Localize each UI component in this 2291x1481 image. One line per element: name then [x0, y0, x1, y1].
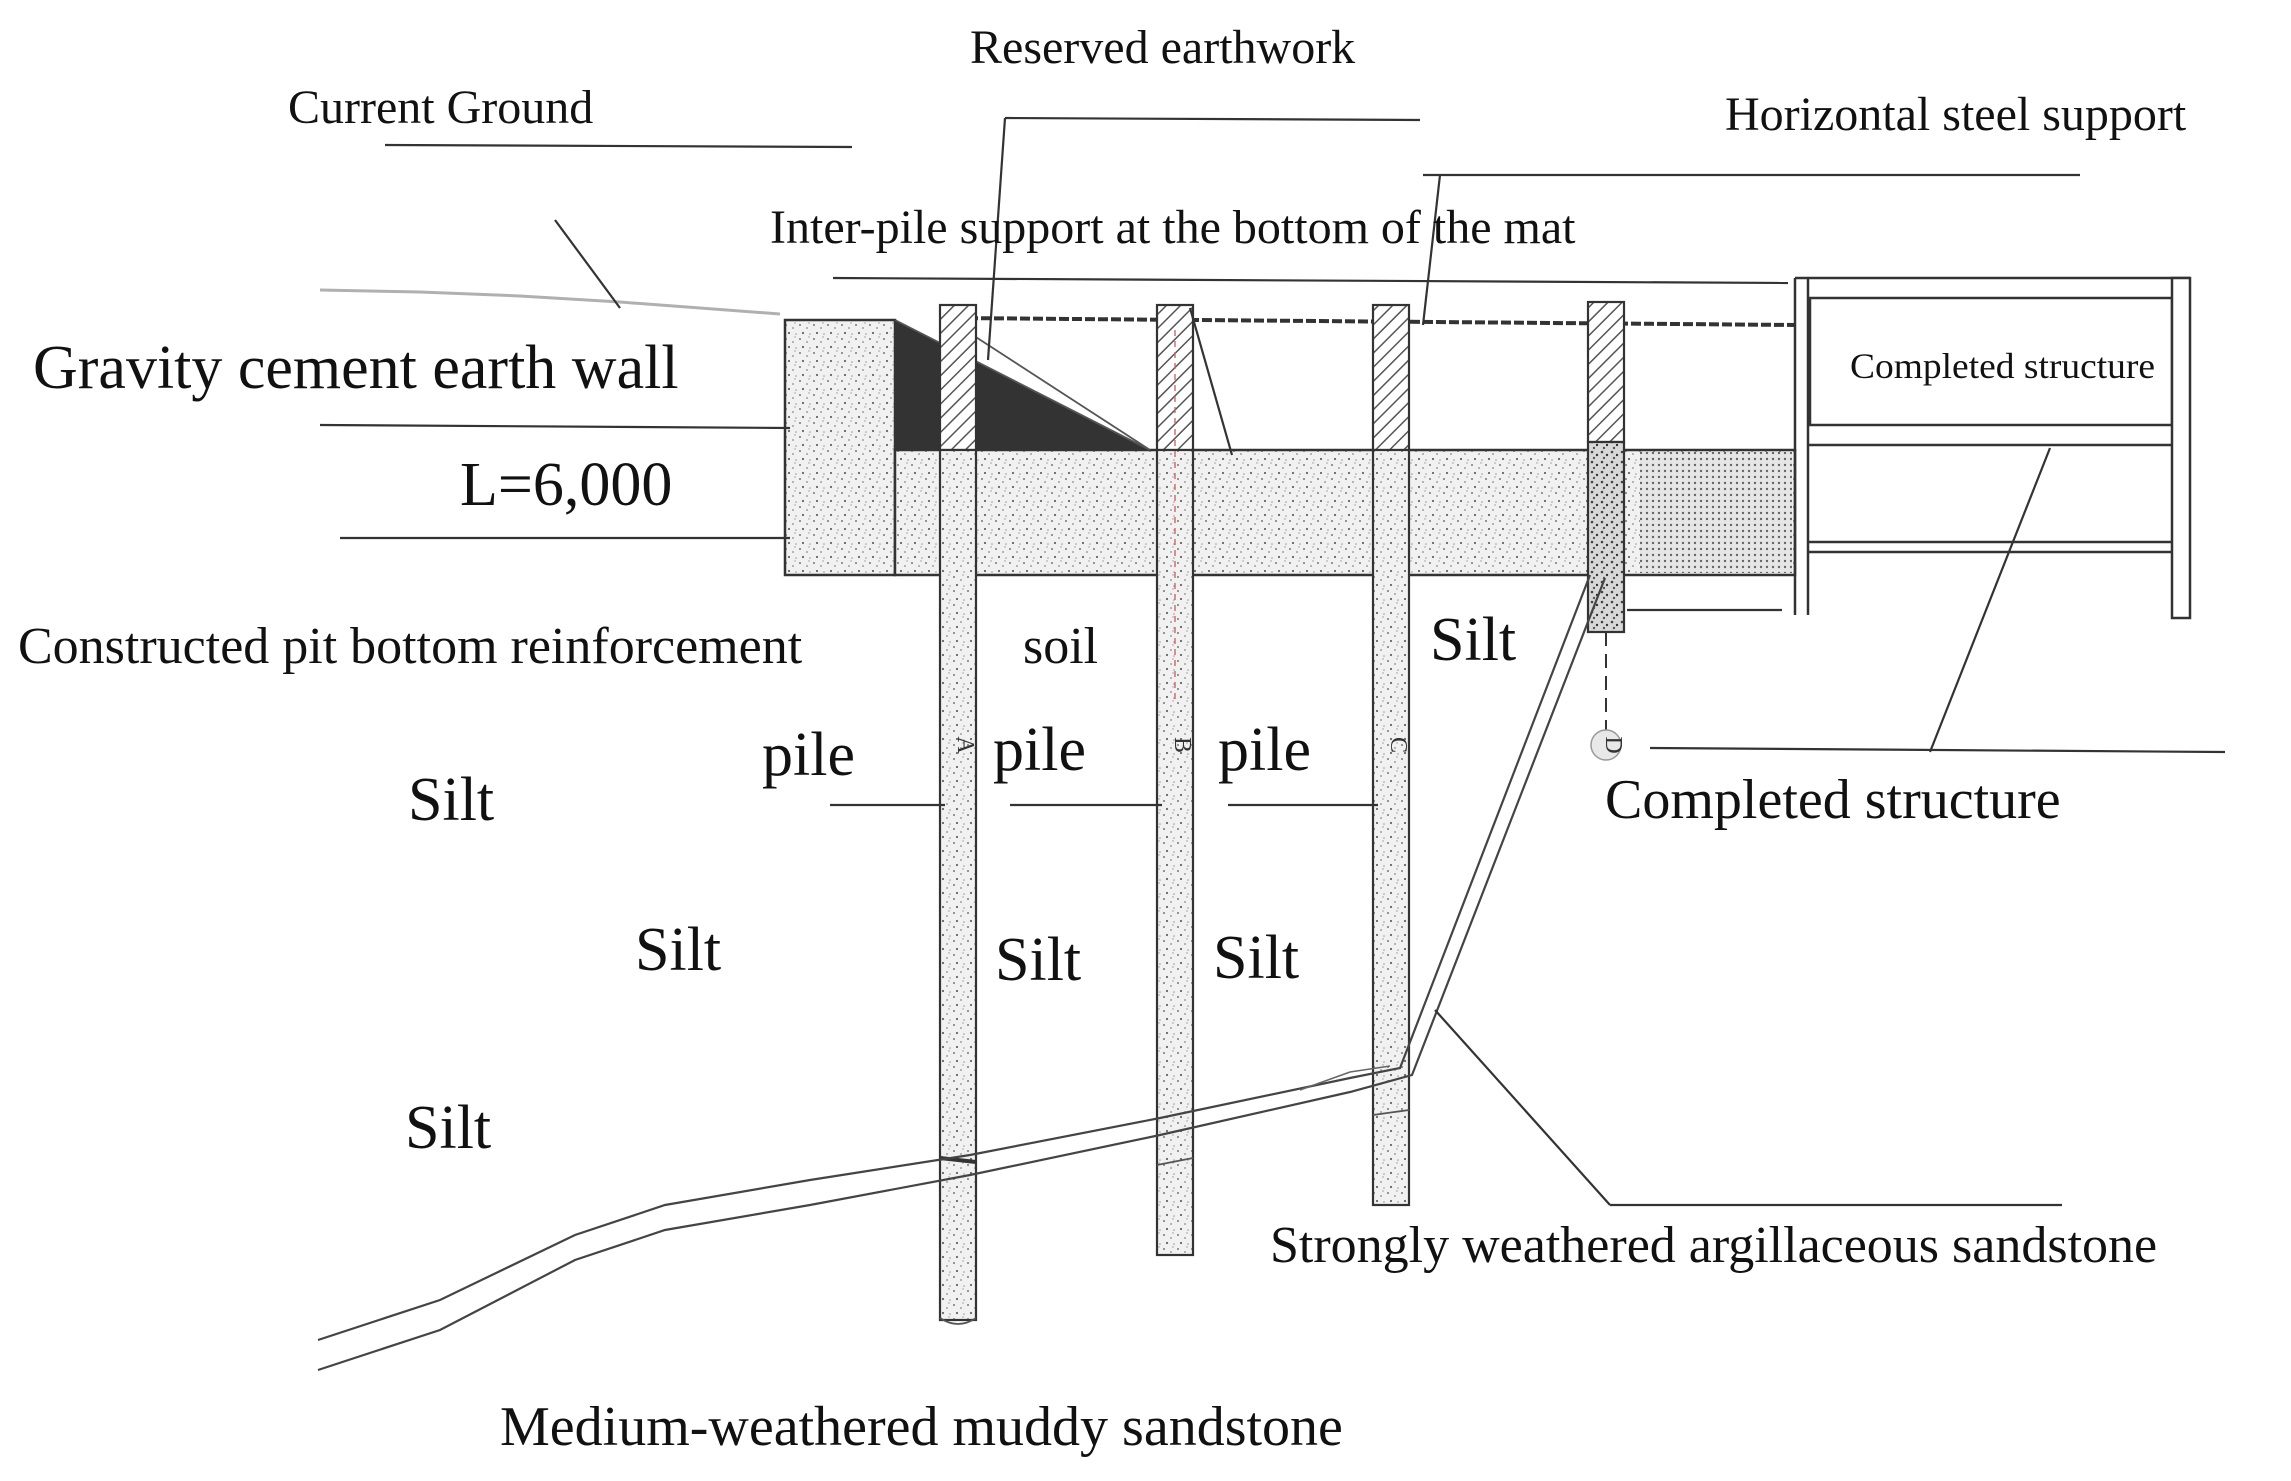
label-pile-c: pile	[1218, 716, 1311, 784]
label-strongly-weathered: Strongly weathered argillaceous sandston…	[1270, 1217, 2157, 1274]
pile-a-id: A	[952, 736, 978, 754]
mat-right-infill	[1640, 452, 1792, 573]
label-silt-left-3: Silt	[405, 1094, 491, 1162]
label-silt-mid-2: Silt	[1213, 924, 1299, 992]
pile-c	[1371, 303, 1411, 1207]
label-pile-a: pile	[762, 721, 855, 789]
pile-c-id: C	[1385, 737, 1411, 753]
label-reserved-earthwork: Reserved earthwork	[970, 21, 1355, 74]
ground-line	[319, 288, 781, 316]
label-wall-length: L=6,000	[460, 451, 672, 519]
pile-b-id: B	[1169, 737, 1195, 753]
pile-b	[1155, 303, 1195, 1257]
pile-d-marker	[1590, 729, 1622, 761]
pile-d	[1586, 300, 1626, 761]
label-reinforcement: Constructed pit bottom reinforcement	[18, 618, 803, 675]
label-silt-mid-1: Silt	[995, 926, 1081, 994]
label-medium-weathered: Medium-weathered muddy sandstone	[500, 1396, 1343, 1458]
label-silt-left-1: Silt	[408, 766, 494, 834]
label-completed-structure-box: Completed structure	[1850, 346, 2155, 386]
label-silt-left-2: Silt	[635, 916, 721, 984]
label-soil: soil	[1023, 618, 1098, 675]
label-completed-structure: Completed structure	[1605, 769, 2061, 831]
pile-d-id: D	[1600, 736, 1626, 753]
pile-a	[938, 303, 978, 1325]
label-pile-b: pile	[993, 716, 1086, 784]
label-horizontal-steel-support: Horizontal steel support	[1725, 88, 2187, 141]
completed-structure-frame	[1793, 276, 2192, 620]
leader-lines	[319, 116, 2226, 1207]
strongly-weathered-interface	[317, 574, 1592, 1342]
label-silt-right: Silt	[1430, 606, 1516, 674]
label-current-ground: Current Ground	[288, 81, 593, 134]
label-inter-pile-support: Inter-pile support at the bottom of the …	[770, 201, 1576, 254]
gravity-cement-earth-wall	[783, 318, 897, 577]
label-gravity-wall: Gravity cement earth wall	[33, 334, 679, 402]
